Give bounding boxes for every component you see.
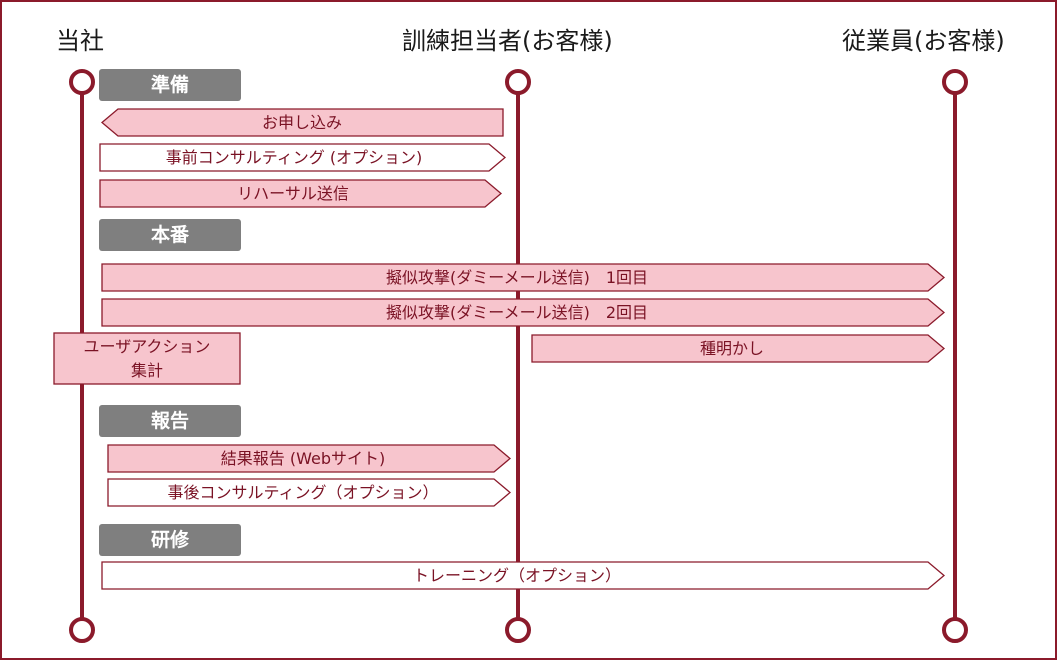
arrow-training [101, 561, 946, 590]
arrow-application [100, 108, 504, 137]
arrow-post-consulting [107, 478, 512, 507]
action-box [53, 332, 241, 385]
section-preparation: 準備 [99, 69, 241, 101]
lifeline-end-marker-training-manager [505, 617, 531, 643]
section-report: 報告 [99, 405, 241, 437]
section-execution: 本番 [99, 219, 241, 251]
arrow-reveal [531, 334, 946, 363]
arrow-rehearsal [99, 179, 503, 208]
arrow-result-report [107, 444, 512, 473]
arrow-attack-1 [101, 263, 946, 292]
arrow-attack-2 [101, 298, 946, 327]
lane-title-company: 当社 [56, 27, 104, 55]
lifeline-start-marker-employees [942, 69, 968, 95]
lifeline-start-marker-training-manager [505, 69, 531, 95]
lifeline-end-marker-employees [942, 617, 968, 643]
lane-title-employees: 従業員(お客様) [842, 27, 1005, 55]
lane-title-training-manager: 訓練担当者(お客様) [402, 27, 613, 55]
arrow-pre-consulting [99, 143, 507, 172]
lifeline-end-marker-company [69, 617, 95, 643]
lifeline-start-marker-company [69, 69, 95, 95]
section-training: 研修 [99, 524, 241, 556]
